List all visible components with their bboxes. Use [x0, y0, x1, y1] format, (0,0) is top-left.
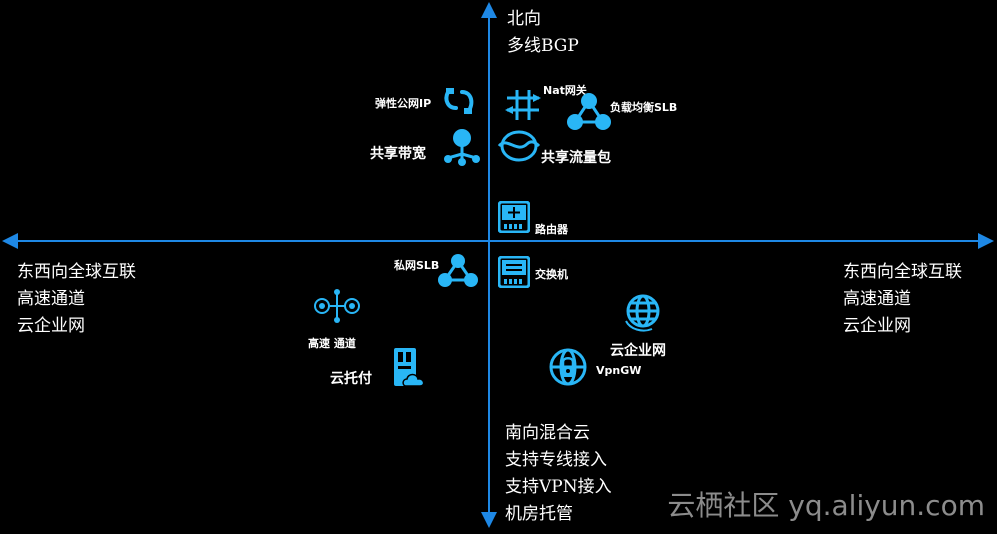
south-label: 南向混合云 支持专线接入 支持VPN接入 机房托管 — [505, 420, 612, 528]
slb-label: 负载均衡SLB — [610, 101, 678, 114]
west-line3: 云企业网 — [17, 316, 85, 336]
shared-traffic-icon — [497, 130, 541, 162]
eip-label: 弹性公网IP — [375, 97, 432, 110]
west-line2: 高速通道 — [17, 289, 85, 309]
cen-label: 云企业网 — [610, 343, 666, 359]
vpn-gateway-icon — [549, 348, 587, 386]
nat-gateway-icon — [505, 90, 541, 120]
router-icon — [498, 201, 530, 233]
cen-globe-icon — [625, 294, 660, 332]
south-line4: 机房托管 — [505, 504, 573, 524]
cloud-hosting-icon — [394, 348, 425, 387]
south-line1: 南向混合云 — [505, 423, 590, 443]
west-label: 东西向全球互联 高速通道 云企业网 — [17, 259, 136, 340]
watermark: 云栖社区 yq.aliyun.com — [667, 489, 985, 522]
cloud-hosting-label: 云托付 — [330, 371, 372, 387]
shared-bandwidth-icon — [444, 129, 480, 166]
north-line2: 多线BGP — [507, 36, 579, 56]
private-slb-icon — [438, 254, 478, 287]
vpn-gateway-label: VpnGW — [596, 364, 642, 377]
express-connect-label: 高速 通道 — [308, 337, 356, 350]
west-line1: 东西向全球互联 — [17, 262, 136, 282]
shared-bandwidth-label: 共享带宽 — [370, 146, 426, 162]
south-line2: 支持专线接入 — [505, 450, 607, 470]
east-line1: 东西向全球互联 — [843, 262, 962, 282]
switch-icon — [498, 256, 530, 288]
east-label: 东西向全球互联 高速通道 云企业网 — [843, 259, 962, 340]
express-connect-icon — [314, 289, 360, 323]
shared-traffic-label: 共享流量包 — [541, 150, 611, 166]
east-line3: 云企业网 — [843, 316, 911, 336]
router-label: 路由器 — [535, 223, 568, 236]
slb-icon — [567, 93, 611, 130]
east-line2: 高速通道 — [843, 289, 911, 309]
north-line1: 北向 — [507, 9, 541, 29]
eip-cable-icon — [444, 88, 474, 114]
north-label: 北向 多线BGP — [507, 6, 579, 60]
nat-label: Nat网关 — [543, 84, 587, 97]
switch-label: 交换机 — [535, 268, 568, 281]
private-slb-label: 私网SLB — [394, 259, 440, 272]
south-line3: 支持VPN接入 — [505, 477, 612, 497]
